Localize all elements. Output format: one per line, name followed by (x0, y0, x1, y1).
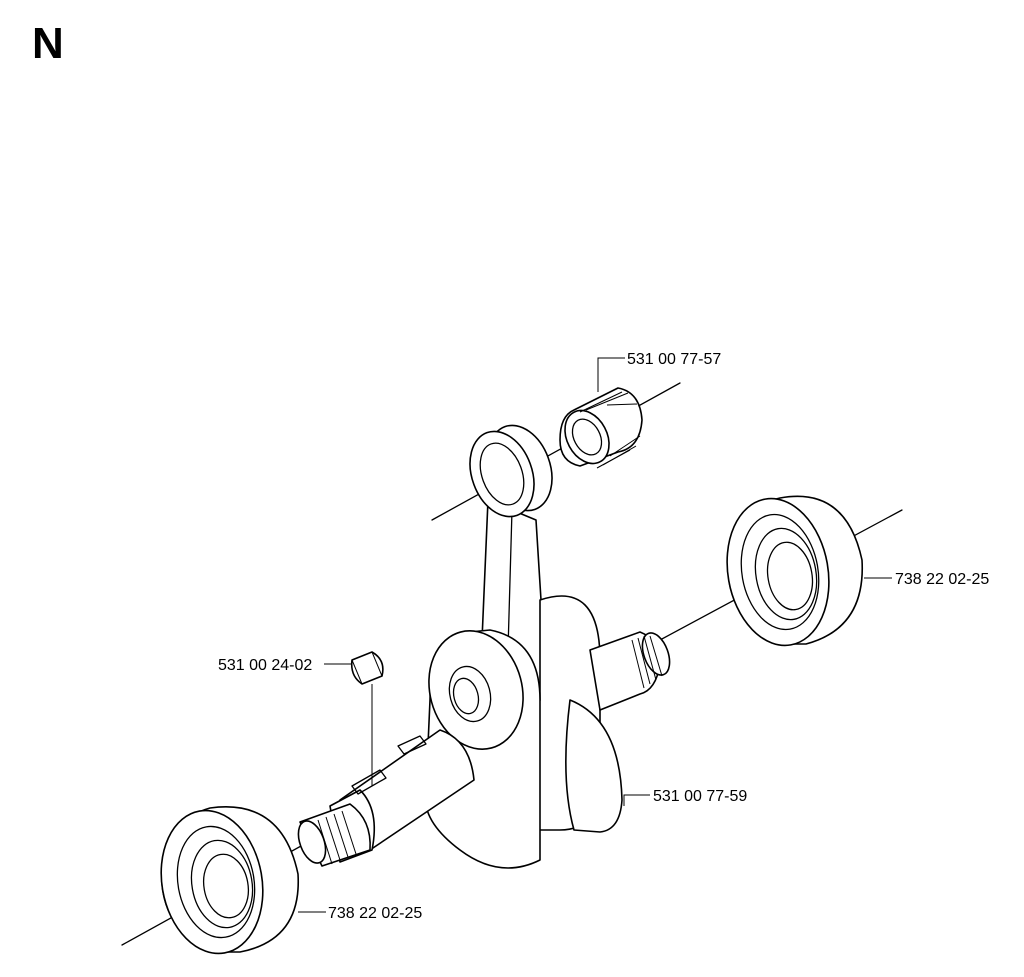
label-ball-bearing-left: 738 22 02-25 (328, 905, 422, 922)
ball-bearing-left (160, 806, 299, 955)
woodruff-key (350, 651, 384, 685)
needle-bearing (559, 387, 643, 469)
ball-bearing-right (726, 495, 863, 647)
label-crankshaft: 531 00 77-59 (653, 788, 747, 805)
label-ball-bearing-right: 738 22 02-25 (895, 571, 989, 588)
label-needle-bearing: 531 00 77-57 (627, 351, 721, 368)
label-key: 531 00 24-02 (218, 657, 312, 674)
section-letter: N (32, 19, 64, 68)
leader-lines (298, 357, 892, 913)
crankshaft (297, 595, 671, 869)
wrist-pin-axis (431, 382, 681, 521)
